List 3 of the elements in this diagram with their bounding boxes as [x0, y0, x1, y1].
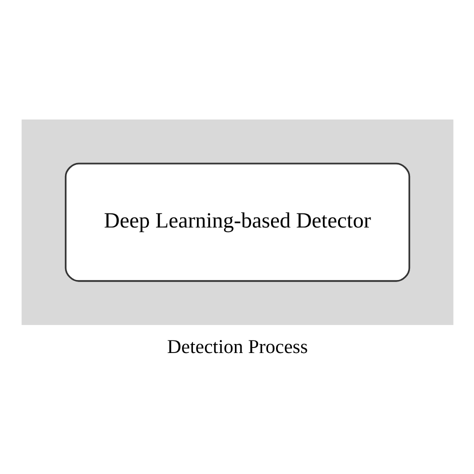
caption: Detection Process — [166, 336, 308, 358]
cluster — [21, 119, 453, 325]
node-box: Deep Learning-based Detector — [64, 162, 410, 282]
